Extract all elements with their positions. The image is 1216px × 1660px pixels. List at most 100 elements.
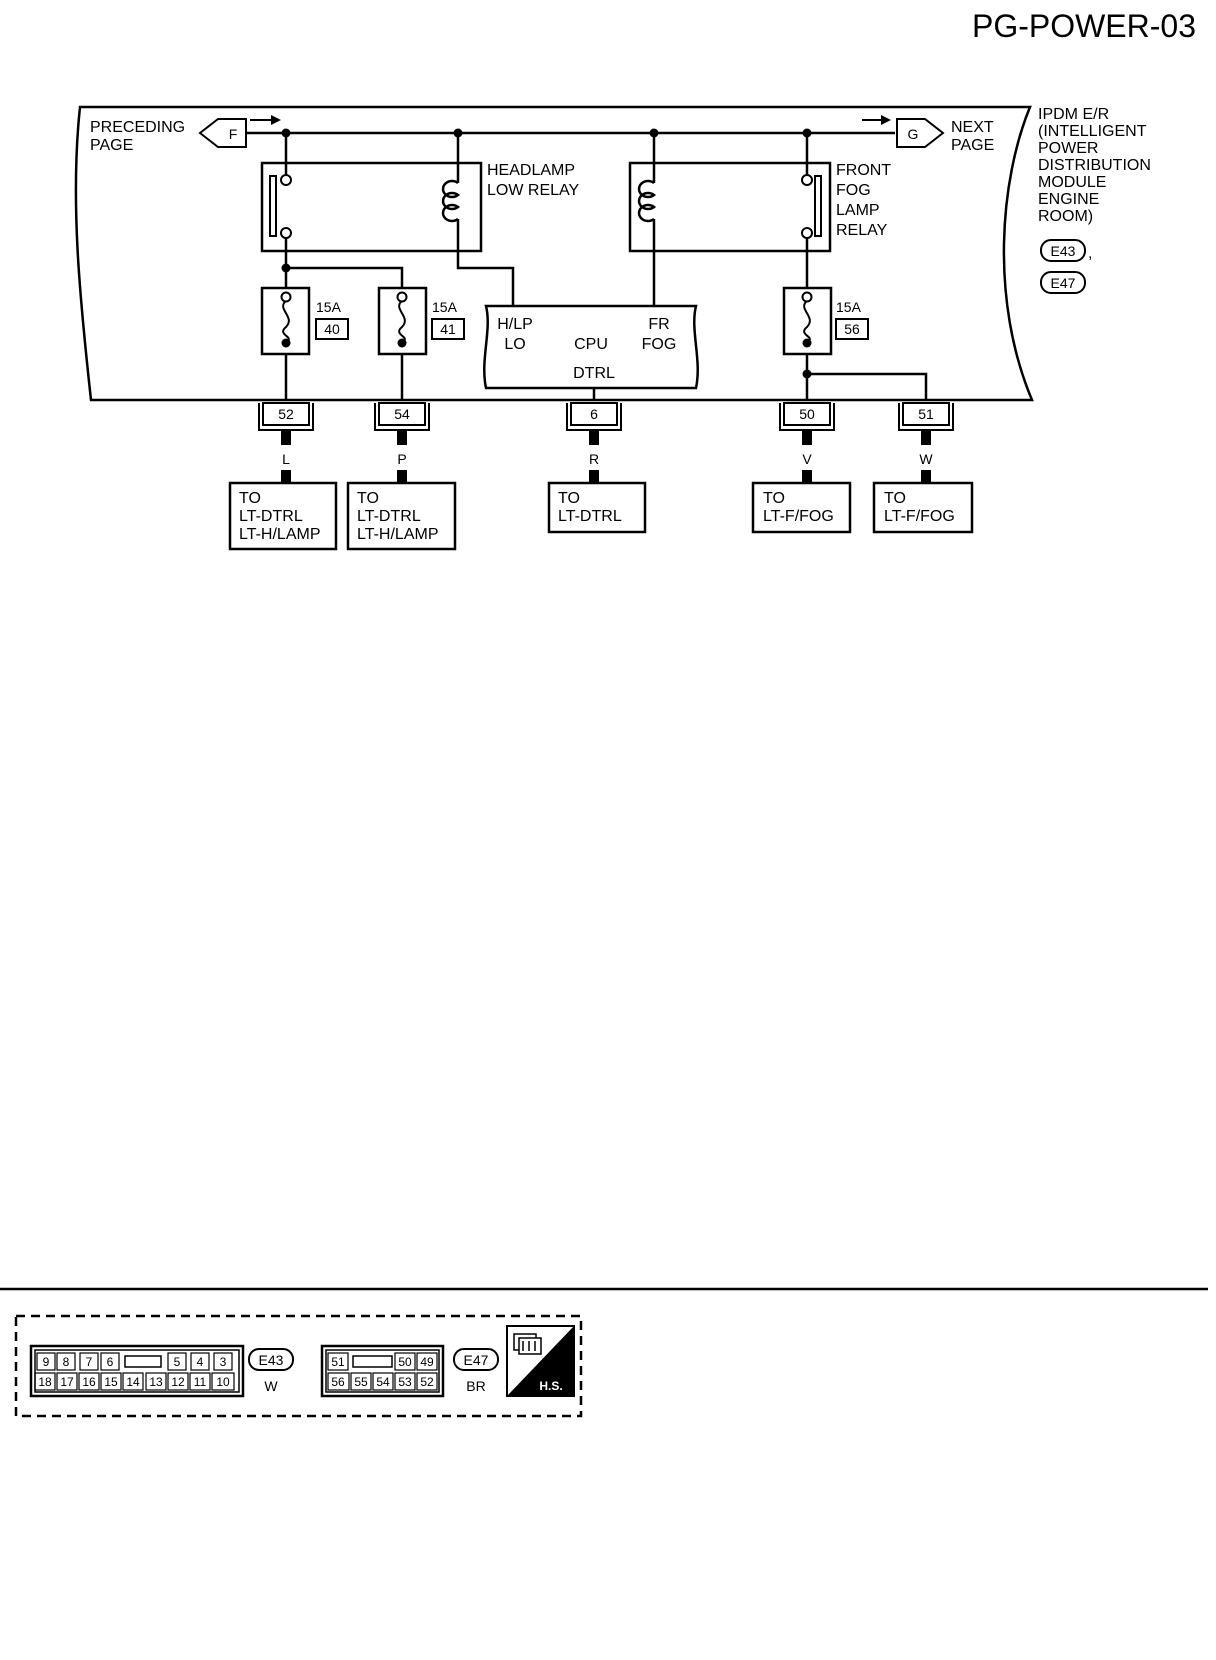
terminal-6: 6 R TO LT-DTRL xyxy=(547,402,647,534)
wires xyxy=(284,238,928,400)
svg-text:IPDM E/R: IPDM E/R xyxy=(1038,106,1109,123)
svg-text:15A: 15A xyxy=(316,299,342,315)
preceding-page-label: PRECEDING PAGE xyxy=(90,119,185,154)
next-page-label: NEXT PAGE xyxy=(951,119,994,154)
svg-text:LT-F/FOG: LT-F/FOG xyxy=(763,508,834,525)
svg-text:ENGINE: ENGINE xyxy=(1038,191,1099,208)
svg-text:E43: E43 xyxy=(259,1352,284,1368)
svg-text:52: 52 xyxy=(278,406,294,422)
svg-text:9: 9 xyxy=(43,1355,50,1369)
svg-text:DISTRIBUTION: DISTRIBUTION xyxy=(1038,157,1151,174)
terminal-51: 51 W TO LT-F/FOG xyxy=(872,402,974,534)
svg-text:RELAY: RELAY xyxy=(836,222,888,239)
svg-text:LT-F/FOG: LT-F/FOG xyxy=(884,508,955,525)
page-connector-f: F xyxy=(198,118,247,148)
terminal-52: 52 L TO LT-DTRL LT-H/LAMP xyxy=(228,402,338,551)
wire-color-r: R xyxy=(589,451,599,467)
wire-color-l: L xyxy=(282,451,290,467)
svg-text:50: 50 xyxy=(799,406,815,422)
svg-text:14: 14 xyxy=(126,1375,140,1389)
svg-text:52: 52 xyxy=(420,1375,434,1389)
svg-text:LT-DTRL: LT-DTRL xyxy=(239,508,303,525)
svg-text:7: 7 xyxy=(86,1355,93,1369)
svg-text:12: 12 xyxy=(171,1375,185,1389)
svg-text:6: 6 xyxy=(107,1355,114,1369)
svg-text:LAMP: LAMP xyxy=(836,202,880,219)
svg-text:F: F xyxy=(229,126,238,142)
page-id: PG-POWER-03 xyxy=(972,8,1196,44)
svg-text:PAGE: PAGE xyxy=(951,137,994,154)
svg-text:G: G xyxy=(908,126,919,142)
svg-text:LT-H/LAMP: LT-H/LAMP xyxy=(357,526,439,543)
svg-text:41: 41 xyxy=(440,321,456,337)
svg-text:3: 3 xyxy=(220,1355,227,1369)
connector-tag-e47-view: E47 BR xyxy=(453,1348,499,1394)
terminal-54: 54 P TO LT-DTRL LT-H/LAMP xyxy=(346,402,457,551)
svg-text:TO: TO xyxy=(239,490,261,507)
wire-color-w: W xyxy=(919,451,933,467)
wire-color-p: P xyxy=(397,451,406,467)
page-connector-g: G xyxy=(896,118,945,148)
terminal-50: 50 V TO LT-F/FOG xyxy=(751,402,852,534)
svg-text:50: 50 xyxy=(398,1355,412,1369)
svg-text:51: 51 xyxy=(331,1355,345,1369)
svg-text:11: 11 xyxy=(194,1375,207,1389)
connector-face-e43: 9 8 7 6 5 4 3 18 17 16 15 14 13 12 11 10 xyxy=(29,1344,245,1398)
svg-text:POWER: POWER xyxy=(1038,140,1098,157)
svg-text:54: 54 xyxy=(394,406,410,422)
svg-text:CPU: CPU xyxy=(574,336,608,353)
svg-text:40: 40 xyxy=(324,321,340,337)
svg-text:TO: TO xyxy=(357,490,379,507)
svg-text:DTRL: DTRL xyxy=(573,365,615,382)
svg-text:H/LP: H/LP xyxy=(497,316,533,333)
svg-text:FR: FR xyxy=(648,316,669,333)
svg-text:8: 8 xyxy=(63,1355,70,1369)
svg-text:15A: 15A xyxy=(432,299,458,315)
connector-comma: , xyxy=(1088,245,1092,262)
svg-text:NEXT: NEXT xyxy=(951,119,994,136)
fuse-56: 15A 56 xyxy=(782,286,869,356)
svg-text:55: 55 xyxy=(354,1375,368,1389)
connector-tag-e43-view: E43 W xyxy=(248,1348,294,1394)
front-fog-lamp-relay xyxy=(628,133,832,253)
fuse-41: 15A 41 xyxy=(377,286,465,356)
wire-color-v: V xyxy=(802,451,812,467)
svg-text:LO: LO xyxy=(504,336,525,353)
svg-text:PRECEDING: PRECEDING xyxy=(90,119,185,136)
svg-text:LOW RELAY: LOW RELAY xyxy=(487,182,580,199)
ipdm-outline xyxy=(74,105,1034,402)
svg-text:(INTELLIGENT: (INTELLIGENT xyxy=(1038,123,1147,140)
connector-face-e47: 51 50 49 56 55 54 53 52 xyxy=(320,1344,445,1398)
svg-text:18: 18 xyxy=(38,1375,52,1389)
svg-text:E47: E47 xyxy=(464,1352,489,1368)
arrow-right-icon xyxy=(862,115,891,125)
svg-text:49: 49 xyxy=(420,1355,434,1369)
svg-text:15: 15 xyxy=(104,1375,118,1389)
svg-text:LT-H/LAMP: LT-H/LAMP xyxy=(239,526,321,543)
svg-text:H.S.: H.S. xyxy=(539,1379,562,1393)
cpu-block: H/LP LO CPU FR FOG DTRL xyxy=(483,304,699,390)
svg-text:51: 51 xyxy=(918,406,934,422)
front-fog-lamp-relay-label: FRONT FOG LAMP RELAY xyxy=(836,162,891,239)
connector-tag-e43: E43 xyxy=(1040,239,1086,262)
fuse-40: 15A 40 xyxy=(260,286,349,356)
headlamp-low-relay xyxy=(260,133,483,253)
svg-text:E47: E47 xyxy=(1051,275,1076,291)
svg-text:TO: TO xyxy=(763,490,785,507)
svg-text:5: 5 xyxy=(174,1355,181,1369)
svg-text:LT-DTRL: LT-DTRL xyxy=(357,508,421,525)
svg-text:FOG: FOG xyxy=(836,182,871,199)
svg-text:56: 56 xyxy=(331,1375,345,1389)
svg-text:17: 17 xyxy=(60,1375,74,1389)
svg-text:53: 53 xyxy=(398,1375,412,1389)
svg-text:13: 13 xyxy=(149,1375,163,1389)
arrow-right-icon xyxy=(250,115,281,125)
svg-text:HEADLAMP: HEADLAMP xyxy=(487,162,575,179)
headlamp-low-relay-label: HEADLAMP LOW RELAY xyxy=(487,162,580,199)
svg-text:PAGE: PAGE xyxy=(90,137,133,154)
svg-text:TO: TO xyxy=(558,490,580,507)
svg-text:MODULE: MODULE xyxy=(1038,174,1106,191)
svg-text:FRONT: FRONT xyxy=(836,162,891,179)
svg-text:15A: 15A xyxy=(836,299,862,315)
